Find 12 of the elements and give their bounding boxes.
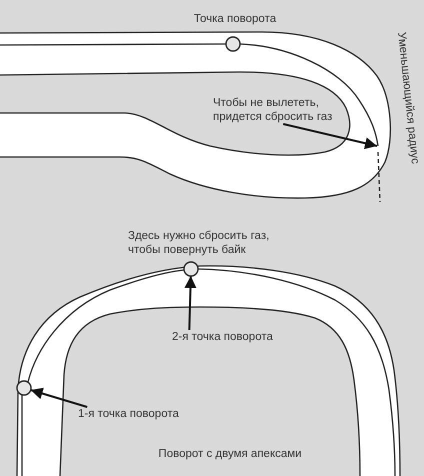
annotation-text: Точка поворота	[194, 12, 276, 26]
annotation-text: 1-я точка поворота	[78, 407, 180, 421]
turn-point-marker-icon	[16, 380, 32, 396]
annotation-text: 2-я точка поворота	[172, 330, 274, 344]
annotation-text: Здесь нужно сбросить газ, чтобы повернуть байк	[128, 229, 270, 257]
arrow	[184, 276, 196, 330]
curved-annotation-text: Уменьшающийся радиус	[394, 31, 422, 165]
turn-point-marker-icon	[183, 261, 199, 277]
figure-caption: Поворот с двумя апексами	[158, 447, 302, 461]
arrow	[282, 123, 378, 150]
arrow	[30, 388, 88, 408]
annotation-text: Чтобы не вылететь, придется сбросить газ	[213, 96, 334, 124]
